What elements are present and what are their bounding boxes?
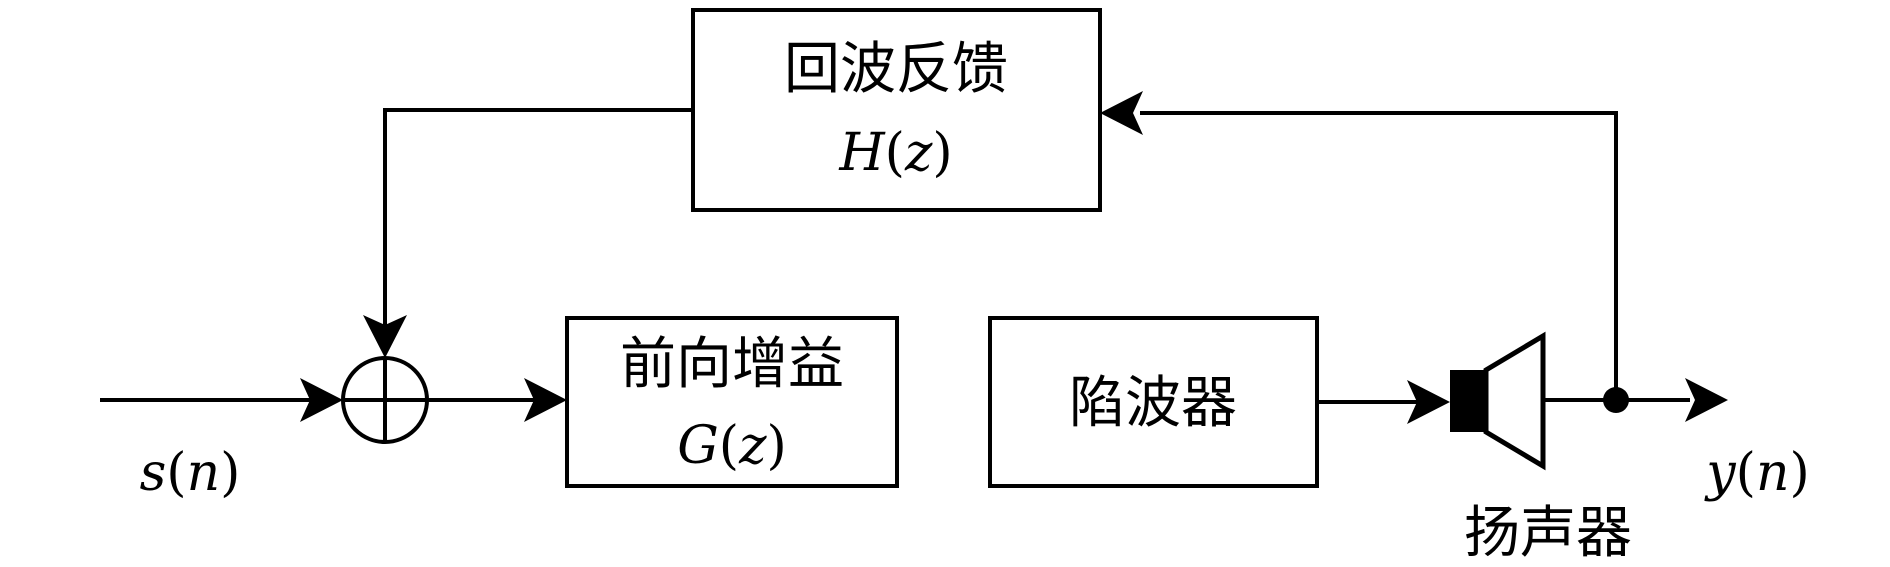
echo-feedback-title: 回波反馈 (784, 37, 1008, 102)
forward-gain-block: 前向增益 G(z) (565, 316, 899, 488)
forward-gain-title: 前向增益 (620, 332, 844, 397)
notch-filter-title: 陷波器 (1069, 371, 1237, 436)
output-arrow (1685, 378, 1728, 422)
echo-feedback-function: H(z) (838, 123, 952, 183)
summing-junction (341, 356, 429, 444)
speaker-icon (1450, 331, 1546, 471)
echo-feedback-block: 回波反馈 H(z) (691, 8, 1102, 212)
feedback-return-wire (383, 108, 693, 325)
speaker-magnet (1450, 370, 1486, 432)
echo-feedback-box (691, 8, 1102, 212)
feedback-uplink-arrow (1100, 91, 1143, 135)
speaker-cone (1483, 331, 1546, 471)
forward-gain-function: G(z) (677, 416, 787, 476)
feedback-uplink-wire (1140, 111, 1618, 400)
feedback-return-arrow (363, 315, 407, 358)
input-signal-label: s(n) (140, 443, 241, 503)
output-signal-label: y(n) (1704, 443, 1809, 503)
notch-filter-block: 陷波器 (988, 316, 1319, 488)
speaker-label: 扬声器 (1464, 501, 1632, 566)
notch-to-speaker-arrow (1407, 380, 1450, 424)
sum-to-gain-arrow (524, 378, 567, 422)
input-arrow (300, 378, 343, 422)
notch-filter-box (988, 316, 1319, 488)
forward-gain-box (565, 316, 899, 488)
